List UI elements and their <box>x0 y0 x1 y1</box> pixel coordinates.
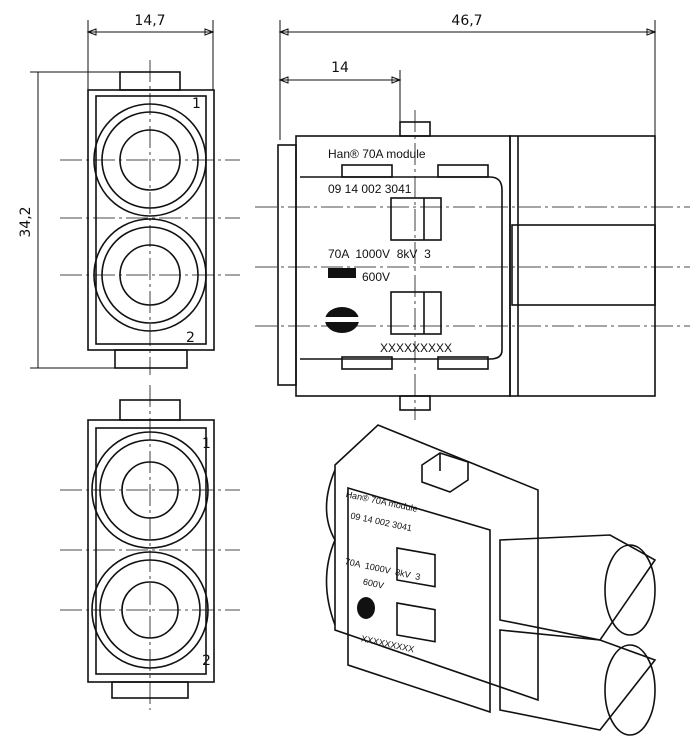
front-view-bottom: 1 2 <box>60 385 240 710</box>
dimension-offset: 14 <box>331 60 349 76</box>
pin-number-2-rear: 2 <box>202 653 211 669</box>
front-view-top: 14,7 34,2 1 2 <box>18 13 240 375</box>
iso-harting-logo-icon <box>357 597 375 619</box>
dimension-height: 34,2 <box>18 206 34 237</box>
label-ul-rating: 600V <box>362 270 390 284</box>
label-part-number: 09 14 002 3041 <box>328 182 412 196</box>
dimension-width: 14,7 <box>134 13 165 29</box>
pin-number-1: 1 <box>192 96 201 112</box>
iso-label-part-number: 09 14 002 3041 <box>350 510 413 533</box>
iso-label-title: Han® 70A module <box>345 489 419 514</box>
pin-number-1-rear: 1 <box>202 436 211 452</box>
iso-label-rating: 70A 1000V 8kV 3 <box>344 556 421 582</box>
label-serial: XXXXXXXXX <box>380 341 452 355</box>
label-rating: 70A 1000V 8kV 3 <box>328 247 431 261</box>
pin-number-2: 2 <box>186 330 195 346</box>
side-view: 46,7 14 Han® 70A module 09 14 002 3041 7… <box>255 13 690 420</box>
dimension-length: 46,7 <box>451 13 482 29</box>
isometric-view: Han® 70A module 09 14 002 3041 70A 1000V… <box>325 424 657 736</box>
iso-label-ul-rating: 600V <box>362 577 385 591</box>
label-title: Han® 70A module <box>328 147 426 161</box>
ul-logo-icon <box>328 268 356 278</box>
